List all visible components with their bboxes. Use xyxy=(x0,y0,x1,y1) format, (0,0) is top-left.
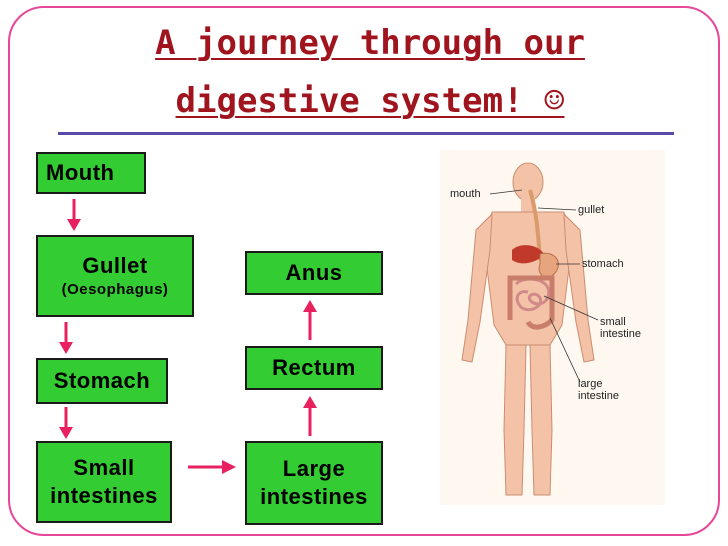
box-stomach: Stomach xyxy=(36,358,168,404)
box-mouth-label: Mouth xyxy=(46,160,115,185)
arrow-stomach-to-small xyxy=(59,407,73,439)
human-body-figure xyxy=(461,162,599,496)
box-anus: Anus xyxy=(245,251,383,295)
box-anus-label: Anus xyxy=(285,260,343,285)
box-small-intestines-label: Small intestines xyxy=(50,455,158,508)
box-large-intestines: Large intestines xyxy=(245,441,383,525)
slide-title: A journey through our digestive system! … xyxy=(100,14,640,130)
figure-label-stomach: stomach xyxy=(582,258,624,270)
box-gullet: Gullet (Oesophagus) xyxy=(36,235,194,317)
box-mouth: Mouth xyxy=(36,152,146,194)
title-line-1: A journey through our xyxy=(155,23,585,63)
box-rectum-label: Rectum xyxy=(272,355,356,380)
box-stomach-label: Stomach xyxy=(53,368,151,393)
title-rule xyxy=(58,132,674,135)
digestive-system-illustration: mouth gullet stomach small intestine lar… xyxy=(440,150,665,505)
figure-label-gullet: gullet xyxy=(578,204,605,216)
box-large-intestines-label: Large intestines xyxy=(260,456,368,509)
title-line-2: digestive system! ☺ xyxy=(175,81,565,121)
figure-label-large-intestine: large intestine xyxy=(578,378,619,402)
box-small-intestines: Small intestines xyxy=(36,441,172,523)
box-gullet-label: Gullet xyxy=(82,253,148,278)
box-gullet-sublabel: (Oesophagus) xyxy=(61,281,169,298)
arrow-rectum-to-anus xyxy=(303,300,317,340)
arrow-gullet-to-stomach xyxy=(59,322,73,354)
slide-frame xyxy=(8,6,720,536)
arrow-small-to-large xyxy=(188,460,236,474)
box-rectum: Rectum xyxy=(245,346,383,390)
figure-label-small-intestine: small intestine xyxy=(600,316,641,340)
arrow-large-to-rectum xyxy=(303,396,317,436)
arrow-mouth-to-gullet xyxy=(67,199,81,231)
figure-label-mouth: mouth xyxy=(450,188,481,200)
